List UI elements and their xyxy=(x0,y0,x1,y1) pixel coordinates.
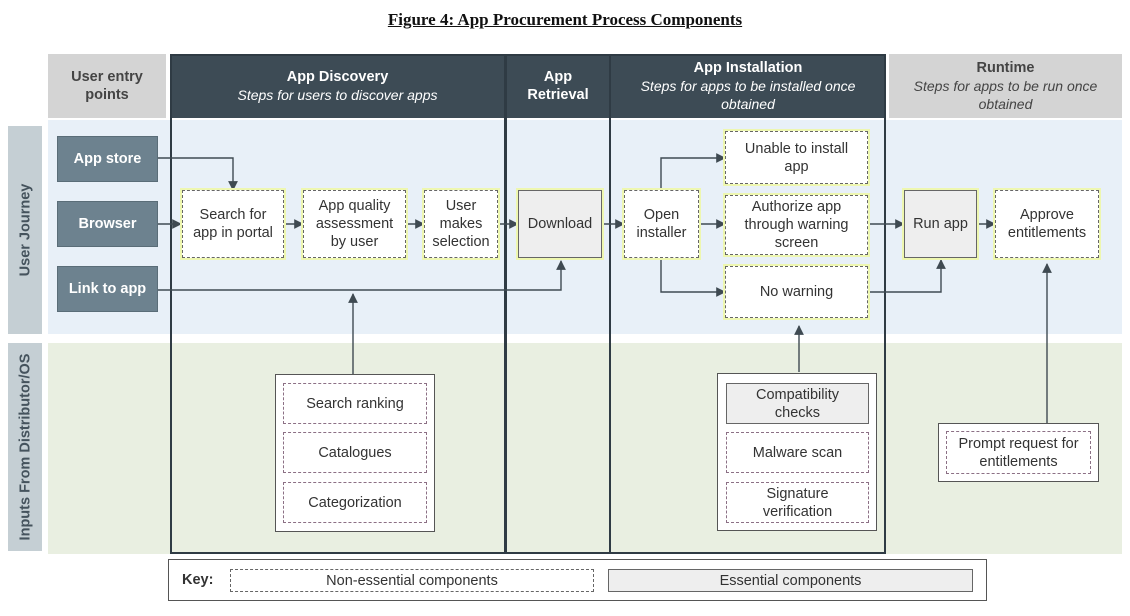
step-quality-assessment: App quality assessment by user xyxy=(303,190,406,258)
entry-app-store: App store xyxy=(57,136,158,182)
header-app-retrieval: App Retrieval xyxy=(507,54,609,118)
header-runtime-subtitle: Steps for apps to be run once obtained xyxy=(913,78,1098,112)
input-signature-verification: Signature verification xyxy=(726,482,869,523)
input-prompt-entitlements: Prompt request for entitlements xyxy=(946,431,1091,474)
header-entry-title: User entry points xyxy=(71,69,143,103)
step-user-selection: User makes selection xyxy=(424,190,498,258)
step-approve-entitlements: Approve entitlements xyxy=(995,190,1099,258)
step-unable-to-install: Unable to install app xyxy=(725,131,868,184)
input-catalogues: Catalogues xyxy=(283,432,427,473)
row-label-inputs: Inputs From Distributor/OS xyxy=(8,343,42,551)
step-search-in-portal: Search for app in portal xyxy=(182,190,284,258)
header-retrieval-title: App Retrieval xyxy=(527,69,589,103)
entry-link-to-app: Link to app xyxy=(57,266,158,312)
header-runtime-title: Runtime xyxy=(976,60,1035,76)
installation-column-frame xyxy=(609,54,886,554)
header-discovery-subtitle: Steps for users to discover apps xyxy=(237,87,438,103)
row-label-user-journey: User Journey xyxy=(8,126,42,334)
step-download: Download xyxy=(518,190,602,258)
header-entry-points: User entry points xyxy=(48,54,166,118)
entry-browser: Browser xyxy=(57,201,158,247)
step-run-app: Run app xyxy=(904,190,977,258)
header-installation-title: App Installation xyxy=(693,60,803,76)
input-compatibility-checks: Compatibility checks xyxy=(726,383,869,424)
legend-label: Key: xyxy=(182,572,214,588)
input-malware-scan: Malware scan xyxy=(726,432,869,473)
header-installation-subtitle: Steps for apps to be installed once obta… xyxy=(640,78,856,112)
legend-essential: Essential components xyxy=(608,569,973,592)
step-open-installer: Open installer xyxy=(624,190,699,258)
step-no-warning: No warning xyxy=(725,266,868,318)
header-discovery-title: App Discovery xyxy=(286,69,389,85)
input-search-ranking: Search ranking xyxy=(283,383,427,424)
header-app-discovery: App Discovery Steps for users to discove… xyxy=(170,54,505,118)
step-authorize-warning: Authorize app through warning screen xyxy=(725,195,868,255)
figure-title: Figure 4: App Procurement Process Compon… xyxy=(387,10,743,29)
input-categorization: Categorization xyxy=(283,482,427,523)
header-runtime: Runtime Steps for apps to be run once ob… xyxy=(889,54,1122,118)
legend-non-essential: Non-essential components xyxy=(230,569,594,592)
header-app-installation: App Installation Steps for apps to be in… xyxy=(611,54,885,118)
